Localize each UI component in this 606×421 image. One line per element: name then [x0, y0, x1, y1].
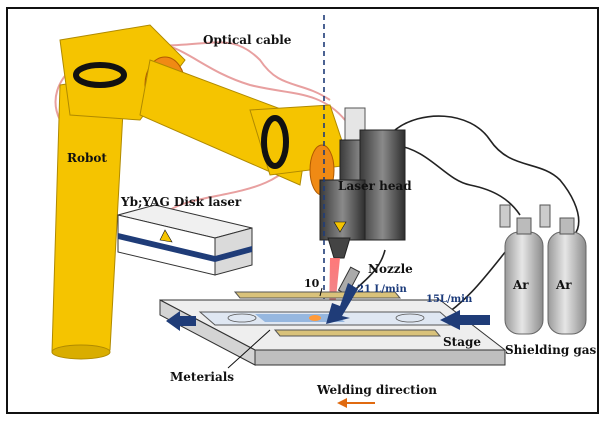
gas-hose-1: [394, 115, 580, 241]
gas-hose-4: [354, 249, 386, 291]
gas-hose-2: [394, 144, 521, 216]
nozzle-flow-label: 21 L/min: [357, 284, 407, 295]
disk-laser-label: Yb;YAG Disk laser: [120, 195, 242, 209]
laser-head: [319, 107, 406, 259]
optical-cable-label: Optical cable: [203, 33, 292, 47]
laser-warning-icon: [159, 229, 173, 243]
welding-direction-arrow: [337, 398, 375, 408]
materials-label: Meterials: [170, 370, 234, 384]
cylinder-1-label: Ar: [512, 278, 529, 292]
optical-cable-branch: [149, 43, 346, 121]
nozzle-flow-arrow: [326, 283, 358, 324]
gas-hose-3: [439, 239, 516, 319]
back-flow-arrow-in: [440, 310, 490, 330]
robot-label: Robot: [67, 151, 107, 165]
disk-laser-unit: [117, 204, 253, 276]
back-flow-label: 15L/min: [426, 294, 473, 305]
gas-cylinder-2: [539, 204, 587, 335]
laser-head-label: Laser head: [338, 179, 412, 193]
robot-base: [51, 74, 126, 360]
stage-label: Stage: [443, 335, 481, 349]
back-flow-arrow-out: [166, 311, 196, 331]
gas-cylinder-1: [499, 204, 544, 335]
materials-leader: [227, 329, 271, 369]
nozzle-label: Nozzle: [368, 262, 413, 276]
angle-label: 10: [304, 277, 320, 290]
angle-marker: [319, 287, 323, 297]
welding-direction-label: Welding direction: [316, 383, 437, 397]
work-stage: [159, 291, 507, 366]
cylinder-2-label: Ar: [555, 278, 572, 292]
robot-upper-arm: [139, 59, 351, 196]
figure-border: [6, 7, 599, 414]
shielding-gas-label: Shielding gas: [505, 343, 597, 357]
laser-warning-icon: [333, 221, 347, 233]
